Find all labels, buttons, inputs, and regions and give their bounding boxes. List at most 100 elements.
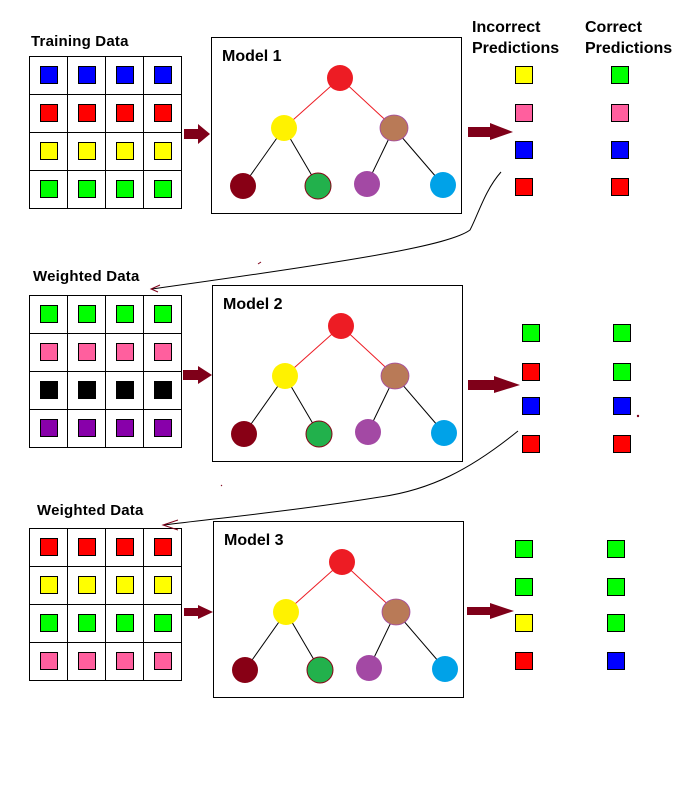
grid-cell [144, 605, 182, 643]
decision-tree [232, 549, 458, 684]
grid-cell [144, 334, 182, 372]
tree-node-left [272, 363, 298, 389]
incorrect-prediction-pink [515, 104, 533, 122]
grid-cell [30, 334, 68, 372]
tree-node-leaf3 [355, 419, 381, 445]
tree-node-right [380, 362, 410, 390]
data-sample-red [40, 538, 58, 556]
stage-2-data-title: Weighted Data [33, 268, 140, 285]
incorrect-prediction-red [515, 178, 533, 196]
data-sample-black [40, 381, 58, 399]
data-sample-yellow [40, 576, 58, 594]
incorrect-predictions-header: Incorrect Predictions [472, 17, 559, 59]
correct-prediction-blue [607, 652, 625, 670]
grid-cell [106, 334, 144, 372]
tree-node-right [379, 114, 409, 142]
stage-1-data-grid [29, 56, 182, 209]
data-sample-green [154, 305, 172, 323]
grid-cell [106, 57, 144, 95]
correct-prediction-green [607, 614, 625, 632]
grid-cell [144, 567, 182, 605]
data-sample-yellow [154, 142, 172, 160]
arrow-grid-to-model-1 [184, 124, 210, 144]
tree-node-leaf4 [431, 420, 457, 446]
tree-node-leaf2 [305, 420, 333, 448]
data-sample-green [154, 614, 172, 632]
correct-prediction-green [607, 540, 625, 558]
correct-header-line1: Correct [585, 19, 642, 36]
data-sample-pink [40, 652, 58, 670]
tree-node-leaf4 [432, 656, 458, 682]
tree-node-right [381, 598, 411, 626]
grid-cell [106, 529, 144, 567]
data-sample-red [154, 104, 172, 122]
data-sample-red [116, 104, 134, 122]
grid-cell [106, 133, 144, 171]
tree-node-leaf4 [430, 172, 456, 198]
grid-cell [30, 605, 68, 643]
grid-cell [144, 372, 182, 410]
grid-cell [68, 334, 106, 372]
grid-cell [68, 133, 106, 171]
data-sample-green [116, 614, 134, 632]
decision-tree [230, 65, 456, 200]
feedback-arrowhead-2 [161, 519, 179, 531]
incorrect-header-line2: Predictions [472, 40, 560, 57]
grid-cell [68, 567, 106, 605]
data-sample-yellow [116, 576, 134, 594]
data-sample-green [78, 305, 96, 323]
incorrect-header-line1: Incorrect [472, 19, 541, 36]
feedback-curve-2-to-3 [163, 430, 519, 526]
data-sample-black [78, 381, 96, 399]
data-sample-green [116, 305, 134, 323]
grid-cell [106, 95, 144, 133]
grid-cell [68, 95, 106, 133]
data-sample-yellow [78, 576, 96, 594]
incorrect-prediction-red [522, 363, 540, 381]
feedback-arrowhead-1 [149, 284, 161, 293]
grid-cell [68, 296, 106, 334]
tree-node-leaf1 [232, 657, 258, 683]
grid-cell [30, 529, 68, 567]
decision-tree [231, 313, 457, 448]
data-sample-purple [116, 419, 134, 437]
tree-node-leaf1 [230, 173, 256, 199]
correct-prediction-green [613, 363, 631, 381]
data-sample-pink [78, 652, 96, 670]
data-sample-red [154, 538, 172, 556]
correct-prediction-blue [613, 397, 631, 415]
data-sample-pink [154, 652, 172, 670]
incorrect-prediction-blue [515, 141, 533, 159]
stage-2-model-title: Model 2 [223, 296, 283, 313]
grid-cell [144, 296, 182, 334]
grid-cell [30, 57, 68, 95]
arrow-grid-to-model-3 [184, 605, 213, 619]
incorrect-prediction-green [515, 578, 533, 596]
correct-header-line2: Predictions [585, 40, 673, 57]
grid-cell [106, 643, 144, 681]
data-sample-purple [78, 419, 96, 437]
data-sample-yellow [154, 576, 172, 594]
data-sample-pink [116, 343, 134, 361]
data-sample-black [154, 381, 172, 399]
grid-cell [30, 643, 68, 681]
grid-cell [144, 410, 182, 448]
data-sample-blue [78, 66, 96, 84]
data-sample-red [78, 104, 96, 122]
data-sample-blue [40, 66, 58, 84]
tree-node-left [273, 599, 299, 625]
tree-node-leaf3 [356, 655, 382, 681]
grid-cell [30, 372, 68, 410]
grid-cell [30, 296, 68, 334]
correct-prediction-green [611, 66, 629, 84]
data-sample-green [78, 614, 96, 632]
data-sample-blue [154, 66, 172, 84]
tree-node-leaf2 [304, 172, 332, 200]
grid-cell [106, 605, 144, 643]
stage-3-model-box: Model 3 [213, 521, 464, 698]
grid-cell [144, 643, 182, 681]
grid-cell [106, 296, 144, 334]
correct-prediction-blue [611, 141, 629, 159]
data-sample-purple [40, 419, 58, 437]
correct-prediction-green [607, 578, 625, 596]
